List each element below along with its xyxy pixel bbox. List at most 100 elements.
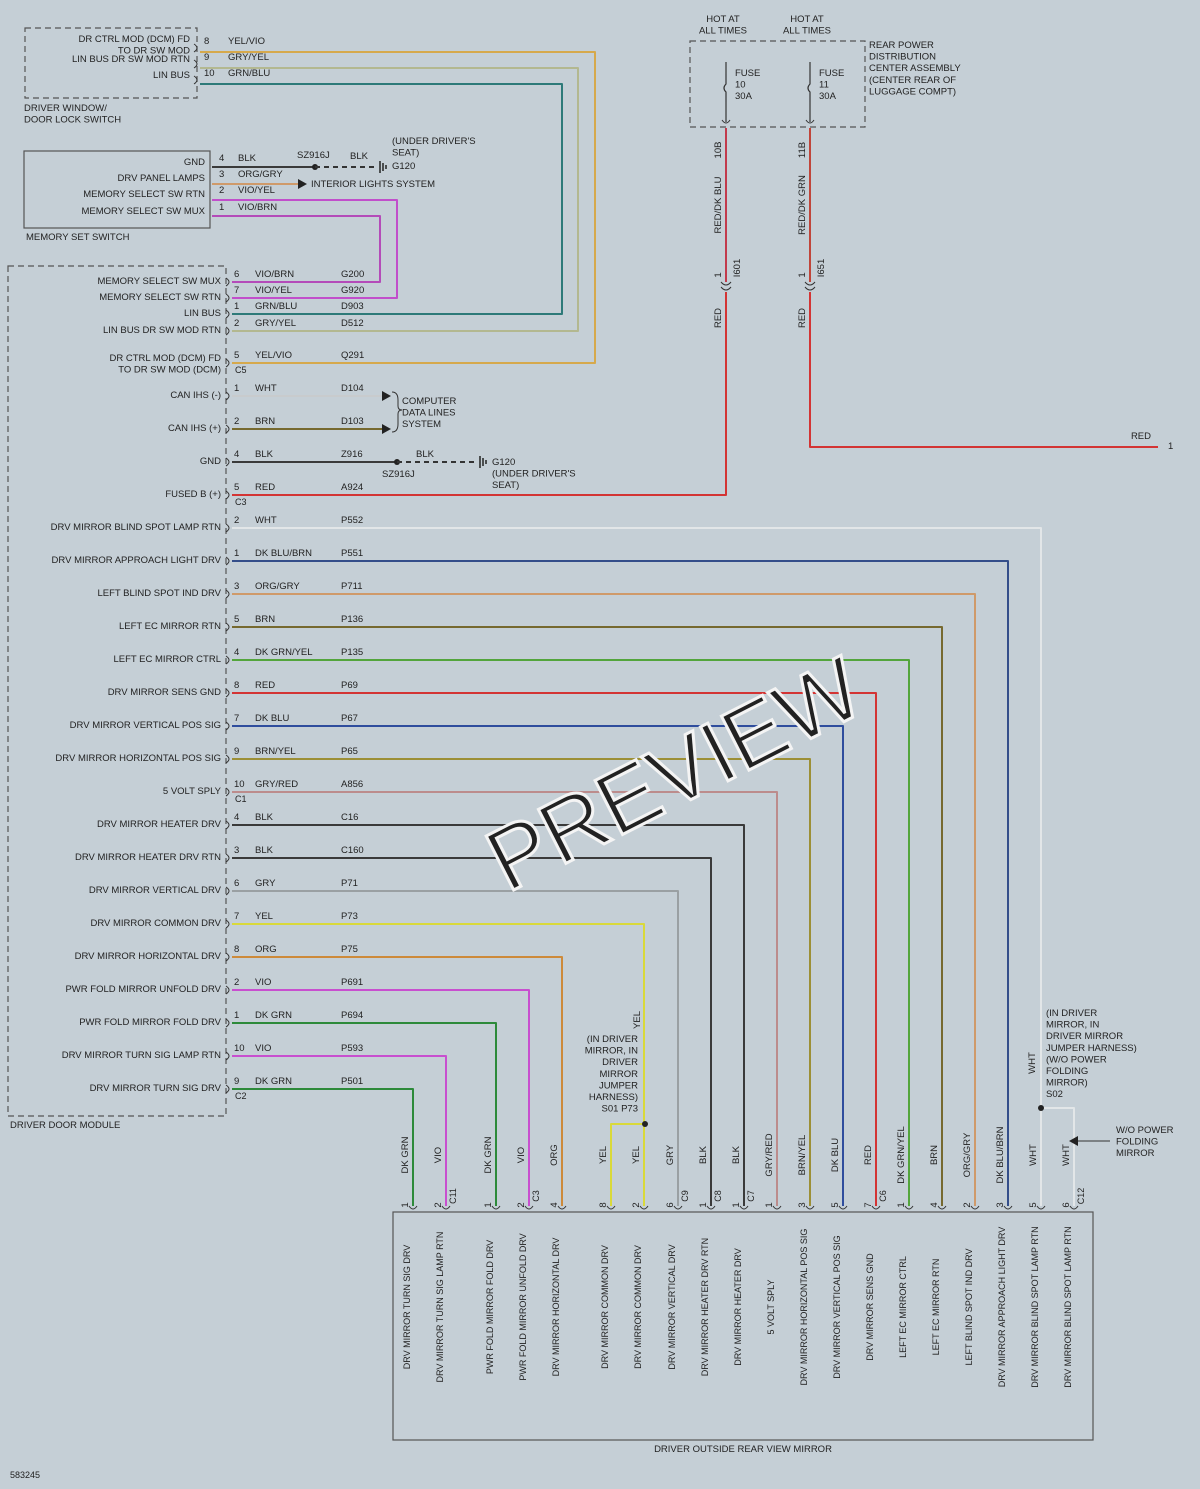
- connector-label: C7: [746, 1190, 756, 1202]
- wire-color-label: BLK: [731, 1145, 742, 1164]
- wire-color-label: WHT: [1027, 1052, 1038, 1074]
- connector-terminal: [557, 1205, 567, 1210]
- circuit-label: A856: [341, 779, 363, 790]
- wire-p135: [232, 659, 910, 1206]
- connector-label: C5: [235, 365, 247, 375]
- connector-terminal: [673, 1205, 683, 1210]
- wire-p552: [232, 527, 1042, 1206]
- ddm-pin-name: CAN IHS (+): [168, 423, 221, 434]
- pin-number: 1: [234, 301, 239, 312]
- ddm-pin-name: DRV MIRROR COMMON DRV: [90, 918, 221, 929]
- mirror-pin-name: DRV MIRROR VERTICAL POS SIG: [832, 1235, 842, 1378]
- pin-number: 3: [234, 845, 239, 856]
- connector-terminal: [805, 1205, 815, 1210]
- pin-number: 1: [713, 272, 724, 277]
- mirror-pin-name: LEFT EC MIRROR CTRL: [898, 1256, 908, 1358]
- pin-number: 2: [234, 318, 239, 329]
- connector-terminal: [225, 919, 230, 929]
- splice-s02: [1038, 1105, 1044, 1111]
- ddm-pin-name: LIN BUS DR SW MOD RTN: [103, 325, 221, 336]
- connector-terminal: [1069, 1205, 1079, 1210]
- wire-color-label: BLK: [255, 812, 274, 823]
- wire-color-label: VIO: [255, 1043, 271, 1054]
- wire-color-label: GRY/YEL: [255, 318, 296, 329]
- circuit-label: P75: [341, 944, 358, 955]
- mirror-pin-name: 5 VOLT SPLY: [766, 1279, 776, 1334]
- ddm-pin-name: GND: [200, 456, 221, 467]
- connector-terminal: [441, 1205, 451, 1210]
- connector-terminal: [193, 59, 198, 69]
- connector-terminal: [805, 119, 815, 124]
- wire-color-label: YEL/VIO: [255, 350, 292, 361]
- wire-color-label: DK GRN: [255, 1010, 292, 1021]
- wire-color-label: RED/DK BLU: [713, 176, 724, 233]
- wire-a856: [232, 791, 778, 1206]
- mirror-pin-name: DRV MIRROR VERTICAL DRV: [667, 1244, 677, 1369]
- ddm-pin-name: LIN BUS: [184, 308, 221, 319]
- connector-terminal: [225, 556, 230, 566]
- wire-p694: [232, 1022, 497, 1206]
- wire-color-label: YEL: [598, 1146, 609, 1164]
- connector-terminal: [225, 1084, 230, 1094]
- pin-number: 10: [234, 1043, 245, 1054]
- wire-color-label: DK GRN: [483, 1136, 494, 1173]
- circuit-label: P593: [341, 1043, 363, 1054]
- wire-color-label: VIO/YEL: [238, 185, 275, 196]
- splice-label: SZ916J: [297, 150, 330, 161]
- wire-color-label: GRN/BLU: [228, 68, 270, 79]
- pin-number: 3: [219, 169, 224, 180]
- wire-color-label: BRN/YEL: [255, 746, 296, 757]
- driver-window-switch-box: [24, 27, 198, 99]
- circuit-label: D104: [341, 383, 364, 394]
- pin-number: 1: [234, 548, 239, 559]
- connector-terminal: [225, 688, 230, 698]
- wire-color-label: ORG: [255, 944, 277, 955]
- pin-number: 1: [234, 383, 239, 394]
- mirror-pin-name: DRV MIRROR TURN SIG LAMP RTN: [435, 1232, 445, 1383]
- wire-color-label: WHT: [255, 383, 277, 394]
- wire-color-label: YEL: [255, 911, 273, 922]
- pin-number: 3: [797, 1202, 808, 1207]
- mirror-pin-name: DRV MIRROR HORIZONTAL POS SIG: [799, 1229, 809, 1386]
- wire-color-label: GRN/BLU: [255, 301, 297, 312]
- wire-color-label: YEL/VIO: [228, 36, 265, 47]
- circuit-label: P69: [341, 680, 358, 691]
- connector-terminal: [1003, 1205, 1013, 1210]
- wire-p691: [232, 989, 530, 1206]
- wire-wht-branch: [1041, 1107, 1075, 1206]
- connector-terminal: [970, 1205, 980, 1210]
- wire-color-label: VIO: [516, 1147, 527, 1163]
- wire-dcm-feed: [200, 51, 596, 364]
- wire-color-label: RED: [797, 308, 808, 328]
- ddm-pin-name: PWR FOLD MIRROR UNFOLD DRV: [65, 984, 221, 995]
- wire-color-label: RED: [255, 680, 275, 691]
- wire-color-label: DK GRN: [255, 1076, 292, 1087]
- pin-number: 4: [929, 1202, 940, 1207]
- mirror-pin-name: DRV MIRROR BLIND SPOT LAMP RTN: [1030, 1226, 1040, 1387]
- mirror-box: [392, 1211, 1094, 1441]
- pin-number: 2: [234, 977, 239, 988]
- circuit-label: I651: [816, 259, 827, 278]
- pin-number: 6: [234, 269, 239, 280]
- circuit-label: I601: [732, 259, 743, 278]
- arrow-can-plus: [382, 424, 391, 434]
- pin-number: 2: [962, 1202, 973, 1207]
- wire-color-label: GRY/YEL: [228, 52, 269, 63]
- connector-label: C11: [448, 1188, 458, 1204]
- connector-terminal: [739, 1205, 749, 1210]
- pin-number: 3: [995, 1202, 1006, 1207]
- connector-terminal: [225, 820, 230, 830]
- wire-color-label: BLK: [255, 449, 274, 460]
- pin-number: 1: [896, 1202, 907, 1207]
- circuit-label: D103: [341, 416, 364, 427]
- ddm-pin-name: PWR FOLD MIRROR FOLD DRV: [79, 1017, 221, 1028]
- pin-number: 5: [234, 350, 239, 361]
- connector-terminal: [408, 1205, 418, 1210]
- circuit-label: P71: [341, 878, 358, 889]
- wire-color-label: DK GRN/YEL: [896, 1126, 907, 1184]
- wire-color-label: VIO: [255, 977, 271, 988]
